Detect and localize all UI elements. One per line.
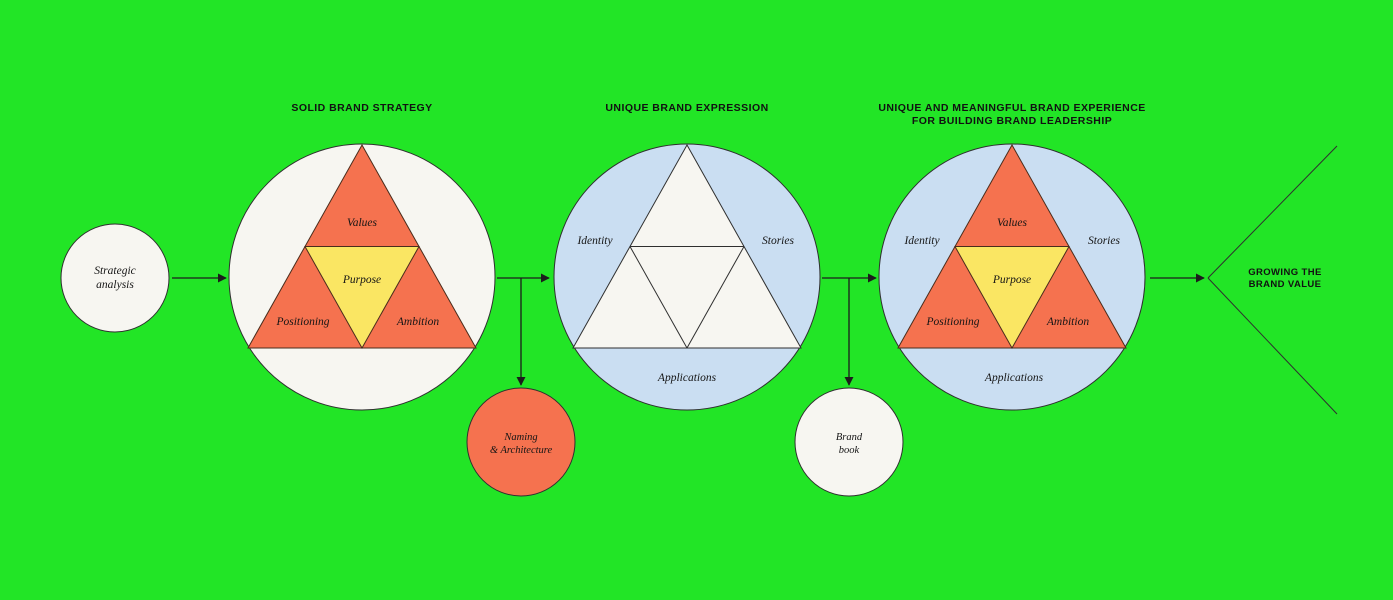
growing-brand-value-label-line1: GROWING THE [1248,267,1322,278]
brand-book-circle[interactable] [794,387,904,497]
growing-brand-value-label-line2: BRAND VALUE [1249,279,1322,290]
stage-3-label-positioning: Positioning [925,316,979,328]
stage-1-header: SOLID BRAND STRATEGY [291,102,432,114]
stage-2-label-applications: Applications [657,372,717,384]
stage-3-label-identity: Identity [903,235,940,247]
stage-3-label-purpose: Purpose [992,274,1031,286]
connector-stage1-to-stage2 [497,273,550,386]
stage-3-label-values: Values [997,217,1028,229]
stage-2-midline-left [629,246,688,349]
stage-1-label-purpose: Purpose [342,274,381,286]
stage-3-label-applications: Applications [984,372,1044,384]
stage-2-label-stories: Stories [762,235,794,247]
stage-3-header-line2: FOR BUILDING BRAND LEADERSHIP [912,115,1112,127]
stage-2-midline-right [686,246,745,349]
stage-2-label-identity: Identity [576,235,613,247]
stage-3-label-ambition: Ambition [1046,316,1089,328]
strategic-analysis-circle[interactable] [60,223,170,333]
naming-architecture-node[interactable]: Naming & Architecture [466,387,576,497]
stage-2-header: UNIQUE BRAND EXPRESSION [605,102,768,114]
connector-stage2-to-stage3 [822,273,877,386]
stage-3-group[interactable]: Values Purpose Positioning Ambition Iden… [878,143,1146,411]
stage-1-group[interactable]: Values Purpose Positioning Ambition [228,143,496,411]
naming-architecture-label-line1: Naming [503,432,537,443]
outcome-cone-lower-edge [1207,277,1338,415]
brand-book-label-line1: Brand [836,432,863,443]
strategic-analysis-node[interactable]: Strategic analysis [60,223,170,333]
naming-architecture-circle[interactable] [466,387,576,497]
stage-2-group[interactable]: Identity Stories Applications [553,143,821,411]
growing-brand-value-outcome: GROWING THE BRAND VALUE [1150,145,1338,415]
stage-3-header-line1: UNIQUE AND MEANINGFUL BRAND EXPERIENCE [878,102,1145,114]
stage-1-label-ambition: Ambition [396,316,439,328]
stage-1-label-values: Values [347,217,378,229]
stage-3-label-stories: Stories [1088,235,1120,247]
strategic-analysis-label-line2: analysis [96,279,134,291]
naming-architecture-label-line2: & Architecture [490,445,553,456]
brand-book-label-line2: book [839,445,860,456]
brand-book-node[interactable]: Brand book [794,387,904,497]
strategic-analysis-label-line1: Strategic [94,265,136,277]
stage-1-label-positioning: Positioning [275,316,329,328]
outcome-cone-upper-edge [1207,145,1338,279]
